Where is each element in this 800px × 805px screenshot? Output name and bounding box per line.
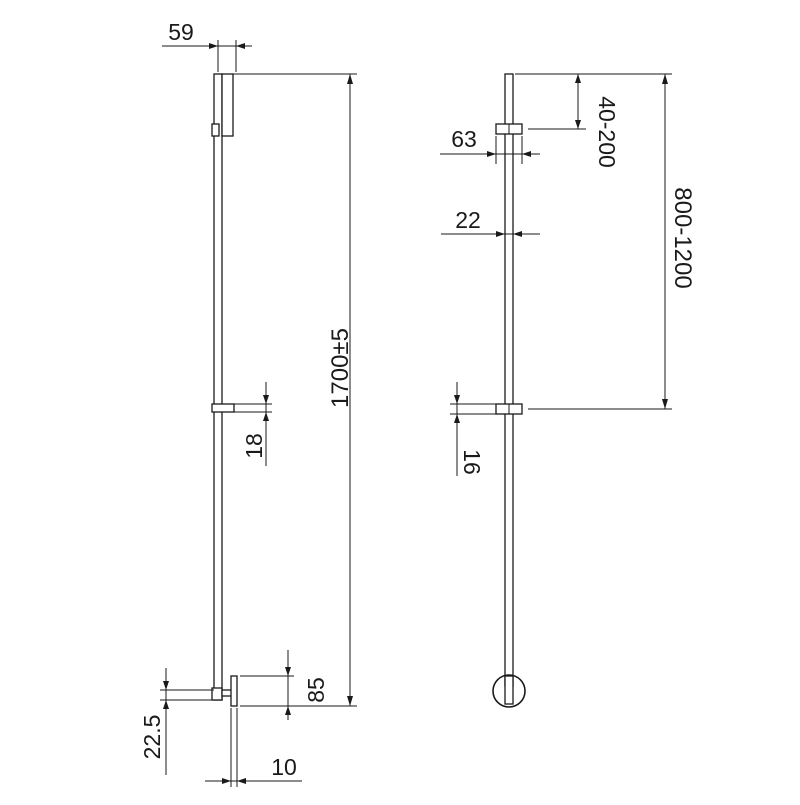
dim-bar-diameter: 22: [441, 207, 540, 237]
dim-bracket-span: 800-1200: [515, 73, 696, 410]
dim-bracket: 18: [232, 382, 272, 466]
dim-outlet-width-label: 10: [271, 754, 297, 780]
front-slide-bar: [504, 73, 514, 687]
dim-outlet-width: 10: [205, 708, 302, 787]
dim-bracket-width-label: 63: [451, 126, 477, 152]
dim-top-offset-label: 59: [168, 19, 194, 45]
dim-bracket-height: 16: [450, 382, 496, 476]
side-view: [211, 73, 238, 707]
side-top-clamp: [211, 123, 220, 137]
dim-outlet-height: 85: [240, 650, 329, 720]
front-outlet-stem: [504, 675, 514, 705]
side-outlet-plate: [230, 675, 238, 707]
dim-outlet-height-label: 85: [303, 677, 329, 703]
dim-bracket-width: 63: [440, 126, 540, 164]
dim-bracket-span-label: 800-1200: [669, 187, 696, 288]
front-wall-outlet: [492, 674, 526, 708]
side-top-bracket: [221, 73, 234, 137]
dim-top-clearance-label: 40-200: [594, 96, 620, 168]
side-slide-bar: [213, 73, 223, 701]
dim-bracket-label: 18: [241, 433, 267, 459]
dim-top-offset: 59: [162, 19, 252, 72]
dim-bottom-offset-label: 22.5: [139, 715, 165, 760]
side-middle-bracket: [211, 403, 235, 413]
front-view: [492, 73, 526, 708]
dim-total-height: 1700±5: [226, 73, 357, 707]
dim-bracket-height-label: 16: [459, 449, 485, 475]
dim-bar-diameter-label: 22: [455, 207, 481, 233]
dim-bottom-offset: 22.5: [139, 668, 214, 775]
dim-total-height-label: 1700±5: [327, 328, 354, 408]
